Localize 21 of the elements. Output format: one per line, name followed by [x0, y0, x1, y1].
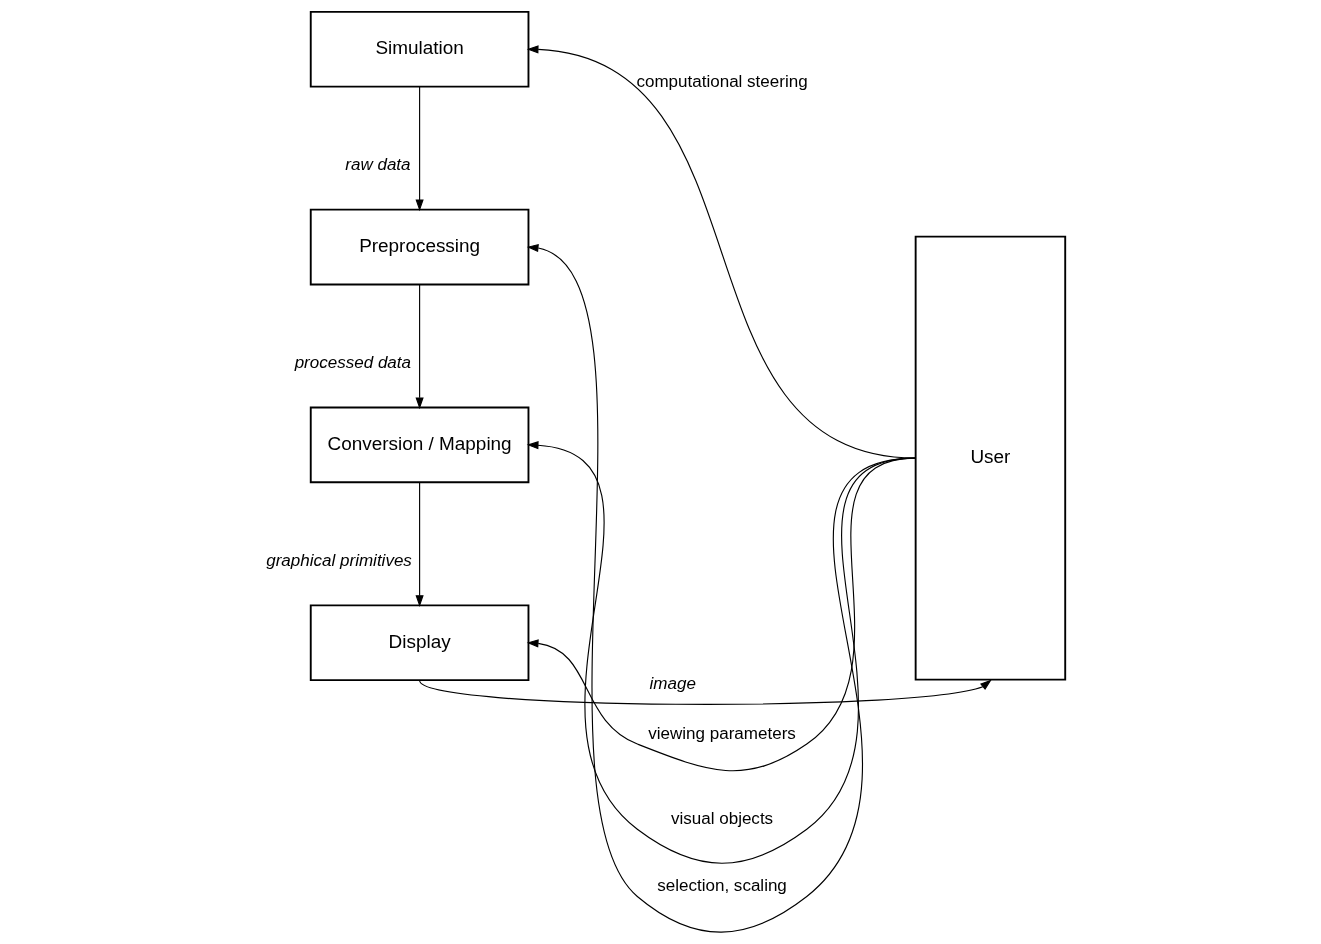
- node-box: Preprocessing: [309, 208, 529, 286]
- edge-label: selection, scaling: [656, 876, 787, 896]
- node-box: Conversion / Mapping: [309, 406, 529, 484]
- node-box: Simulation: [309, 10, 529, 88]
- arrow: [526, 45, 916, 459]
- node-box: User: [914, 235, 1066, 681]
- edge-label: raw data: [344, 155, 411, 175]
- arrow: [526, 457, 916, 772]
- edge-label: graphical primitives: [265, 551, 412, 571]
- edge-label: viewing parameters: [647, 723, 796, 743]
- node-box: Display: [309, 604, 529, 682]
- edge-label: processed data: [294, 353, 411, 373]
- arrow: [526, 243, 916, 933]
- arrow: [526, 441, 916, 864]
- edge-label: computational steering: [635, 71, 808, 91]
- edge-label: visual objects: [670, 808, 773, 828]
- edge-label: image: [649, 673, 696, 693]
- arrow: [415, 284, 424, 410]
- arrow: [415, 86, 424, 212]
- arrow: [418, 679, 992, 705]
- arrow: [415, 481, 424, 607]
